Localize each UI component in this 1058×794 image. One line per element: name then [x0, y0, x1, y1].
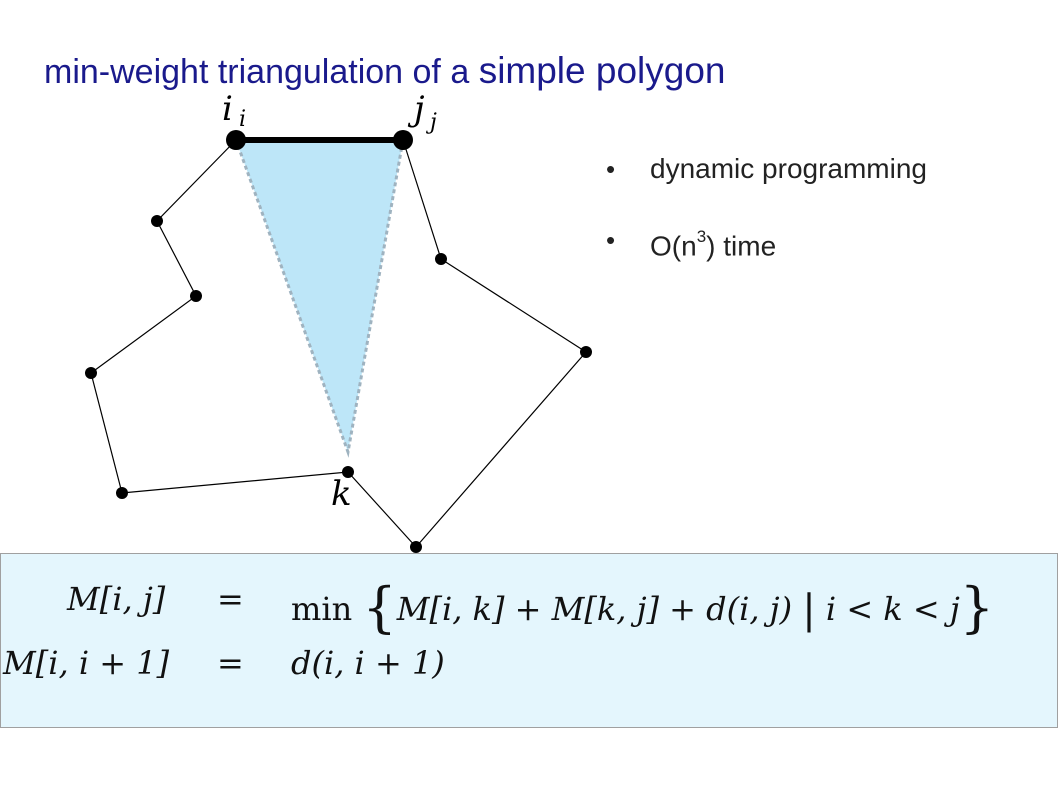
label-i-sub: i — [239, 107, 246, 132]
left-brace-icon: { — [362, 576, 397, 639]
bullet-dot-icon: • — [606, 154, 616, 184]
bullet-text-before: O(n — [650, 230, 697, 262]
vertex — [190, 290, 202, 302]
triangle-ijk — [233, 138, 405, 458]
vertex-k — [342, 466, 354, 478]
bullet-text: dynamic programming — [650, 153, 927, 184]
row1-condition: i < k < j — [825, 590, 960, 628]
bullet-text-after: ) time — [706, 230, 777, 262]
recurrence-formula-box: M[i, j] = min {M[i, k] + M[k, j] + d(i, … — [0, 553, 1058, 728]
vertex-i — [226, 130, 246, 150]
vertex — [151, 215, 163, 227]
label-j-sub: j — [425, 110, 437, 135]
vertex — [435, 253, 447, 265]
label-i: i — [222, 89, 233, 129]
row2-lhs: M[i, i + 1] — [3, 644, 170, 682]
label-k: k — [331, 474, 352, 514]
row1-rhs: min {M[i, k] + M[k, j] + d(i, j) | i < k… — [291, 570, 994, 639]
vertex — [580, 346, 592, 358]
vertex — [116, 487, 128, 499]
bullet-list: • dynamic programming • O(n3) time — [606, 148, 927, 296]
bullet-item: • dynamic programming — [606, 148, 927, 190]
bullet-exponent: 3 — [696, 227, 707, 246]
vertex-j — [393, 130, 413, 150]
polygon-edges — [90, 139, 587, 548]
row2-equals: = — [217, 644, 244, 682]
bullet-dot-icon: • — [606, 225, 616, 255]
such-that-bar-icon: | — [802, 587, 816, 633]
row1-lhs: M[i, j] — [67, 580, 166, 618]
row1-equals: = — [217, 580, 244, 618]
bullet-item: • O(n3) time — [606, 219, 927, 267]
label-j: j — [407, 89, 425, 129]
title-suffix: simple polygon — [478, 50, 726, 91]
min-operator: min — [291, 590, 353, 628]
slide-title: min-weight triangulation of a simple pol… — [44, 50, 726, 92]
row1-expression: M[i, k] + M[k, j] + d(i, j) — [396, 590, 793, 628]
vertex — [410, 541, 422, 553]
row2-rhs: d(i, i + 1) — [291, 644, 445, 682]
title-prefix: min-weight triangulation of a — [44, 53, 479, 91]
vertex — [85, 367, 97, 379]
right-brace-icon: } — [959, 576, 995, 639]
